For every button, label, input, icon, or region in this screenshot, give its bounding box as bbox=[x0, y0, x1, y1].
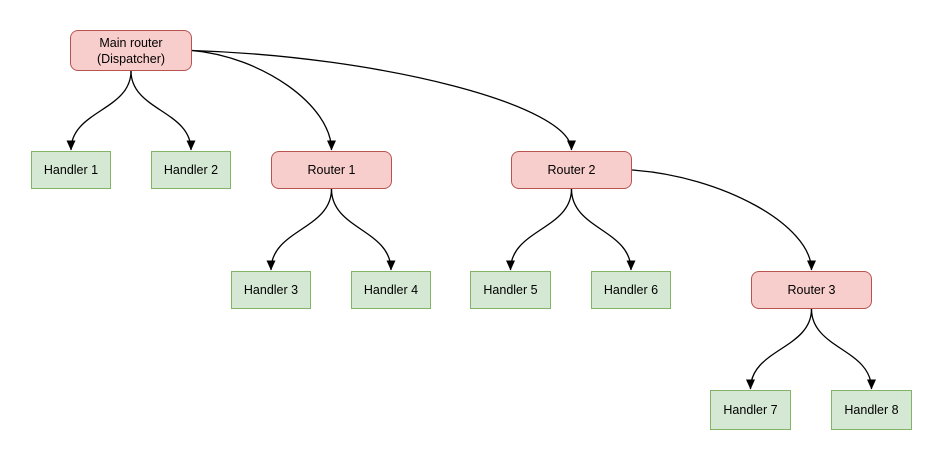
node-label-router-1: Router 1 bbox=[307, 163, 356, 177]
node-handler-1: Handler 1 bbox=[31, 151, 111, 189]
node-label-router-3: Router 3 bbox=[787, 283, 836, 297]
node-label-handler-6: Handler 6 bbox=[603, 283, 659, 297]
node-label-main-router: Main router (Dispatcher) bbox=[96, 35, 166, 66]
node-handler-6: Handler 6 bbox=[591, 271, 671, 309]
node-router-3: Router 3 bbox=[751, 271, 872, 309]
node-router-1: Router 1 bbox=[271, 151, 392, 189]
edge-main-router-to-router-1 bbox=[191, 49, 336, 151]
node-label-router-2: Router 2 bbox=[547, 163, 596, 177]
node-handler-2: Handler 2 bbox=[151, 151, 231, 189]
edge-router-2-to-handler-5 bbox=[506, 188, 573, 271]
node-handler-3: Handler 3 bbox=[231, 271, 311, 309]
node-label-handler-1: Handler 1 bbox=[43, 163, 99, 177]
node-handler-5: Handler 5 bbox=[470, 271, 551, 309]
edge-router-2-to-router-3 bbox=[631, 169, 816, 271]
edge-router-3-to-handler-7 bbox=[746, 308, 813, 390]
node-handler-4: Handler 4 bbox=[351, 271, 431, 309]
node-handler-7: Handler 7 bbox=[710, 390, 791, 430]
edge-main-router-to-handler-1 bbox=[66, 70, 132, 151]
node-handler-8: Handler 8 bbox=[831, 390, 912, 430]
node-router-2: Router 2 bbox=[511, 151, 632, 189]
node-main-router: Main router (Dispatcher) bbox=[70, 30, 192, 71]
node-label-handler-5: Handler 5 bbox=[483, 283, 538, 297]
edge-main-router-to-router-2 bbox=[191, 49, 576, 151]
node-label-handler-7: Handler 7 bbox=[723, 403, 778, 417]
node-label-handler-8: Handler 8 bbox=[844, 403, 899, 417]
node-label-handler-2: Handler 2 bbox=[163, 163, 219, 177]
edge-router-1-to-handler-4 bbox=[330, 188, 396, 271]
node-label-handler-3: Handler 3 bbox=[243, 283, 299, 297]
node-label-handler-4: Handler 4 bbox=[363, 283, 419, 297]
edge-main-router-to-handler-2 bbox=[130, 70, 196, 151]
edge-router-3-to-handler-8 bbox=[810, 308, 876, 390]
edge-router-1-to-handler-3 bbox=[266, 188, 333, 271]
edge-router-2-to-handler-6 bbox=[570, 188, 636, 271]
